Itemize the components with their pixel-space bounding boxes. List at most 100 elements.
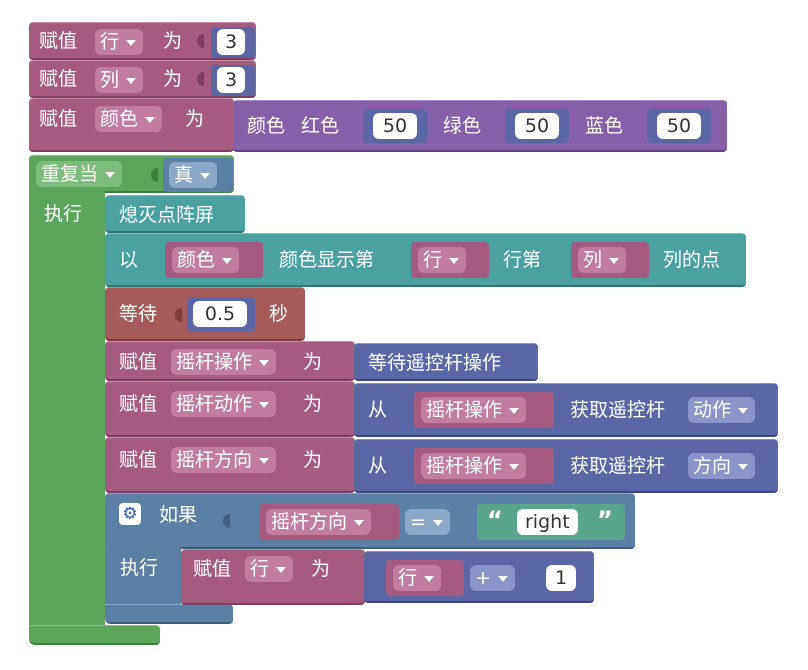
quote-close-icon: ” bbox=[597, 506, 613, 534]
blue-number-block[interactable]: 50 bbox=[647, 109, 711, 143]
quote-open-icon: “ bbox=[487, 506, 503, 534]
joy-action-var-dropdown[interactable]: 摇杆动作 bbox=[171, 391, 277, 417]
color-var-block[interactable]: 颜色 bbox=[165, 242, 263, 278]
wait-block[interactable]: 等待 0.5 秒 bbox=[105, 287, 305, 341]
set-label: 赋值 bbox=[119, 351, 158, 373]
as-label: 为 bbox=[303, 449, 323, 471]
joystick-direction-block[interactable]: 从 摇杆操作 获取遥控杆 方向 bbox=[354, 439, 778, 493]
row-var-dropdown[interactable]: 行 bbox=[245, 556, 294, 582]
row-var-dropdown[interactable]: 行 bbox=[418, 247, 467, 273]
text-value-field[interactable]: right bbox=[517, 509, 578, 535]
input-notch bbox=[197, 72, 204, 86]
red-value-field[interactable]: 50 bbox=[373, 113, 417, 139]
set-label: 赋值 bbox=[39, 30, 78, 52]
repeat-while-block[interactable]: 重复当 真 bbox=[29, 155, 234, 193]
wait-label: 等待 bbox=[119, 303, 158, 325]
as-label: 为 bbox=[185, 108, 205, 130]
row-var-block[interactable]: 行 bbox=[411, 242, 489, 278]
set-row-increment-block[interactable]: 赋值 行 为 bbox=[181, 549, 365, 605]
show-pixel-mid2: 行第 bbox=[503, 249, 542, 271]
green-label: 绿色 bbox=[443, 115, 482, 137]
as-label: 为 bbox=[303, 351, 323, 373]
show-pixel-suffix: 列的点 bbox=[663, 249, 721, 271]
color-var-dropdown[interactable]: 颜色 bbox=[172, 247, 240, 273]
text-block[interactable]: “ right ” bbox=[477, 504, 625, 540]
as-label: 为 bbox=[311, 558, 331, 580]
wait-joystick-label: 等待遥控杆操作 bbox=[368, 352, 502, 374]
math-var-dropdown[interactable]: 行 bbox=[393, 565, 442, 591]
number-block[interactable]: 3 bbox=[211, 27, 255, 58]
wait-value-field[interactable]: 0.5 bbox=[193, 301, 247, 327]
if-block[interactable]: ⚙ 如果 摇杆方向 = “ right ” bbox=[105, 493, 635, 549]
do-label: 执行 bbox=[44, 203, 83, 225]
blue-label: 蓝色 bbox=[585, 115, 624, 137]
clear-matrix-block[interactable]: 熄灭点阵屏 bbox=[105, 195, 245, 233]
input-notch bbox=[151, 168, 158, 182]
math-number-block[interactable]: 1 bbox=[540, 560, 586, 596]
number-block[interactable]: 3 bbox=[211, 65, 255, 96]
set-joy-action-block[interactable]: 赋值 摇杆动作 为 bbox=[105, 381, 355, 437]
red-number-block[interactable]: 50 bbox=[363, 109, 427, 143]
set-label: 赋值 bbox=[119, 449, 158, 471]
joy-source-dropdown[interactable]: 摇杆操作 bbox=[421, 453, 527, 479]
input-notch bbox=[175, 308, 182, 322]
col-var-block[interactable]: 列 bbox=[571, 242, 649, 278]
as-label: 为 bbox=[163, 30, 183, 52]
number-field[interactable]: 3 bbox=[217, 67, 245, 93]
col-var-dropdown[interactable]: 列 bbox=[578, 247, 627, 273]
green-number-block[interactable]: 50 bbox=[505, 109, 569, 143]
joystick-action-block[interactable]: 从 摇杆操作 获取遥控杆 动作 bbox=[354, 383, 778, 437]
joy-dir-var-dropdown[interactable]: 摇杆方向 bbox=[171, 447, 277, 473]
clear-matrix-label: 熄灭点阵屏 bbox=[119, 204, 215, 226]
repeat-body-arm bbox=[29, 190, 105, 630]
blue-value-field[interactable]: 50 bbox=[657, 113, 701, 139]
variable-dropdown-color[interactable]: 颜色 bbox=[95, 106, 163, 132]
set-row-block[interactable]: 赋值 行 为 3 bbox=[29, 22, 256, 60]
from-label: 从 bbox=[368, 399, 388, 421]
repeat-bottom-arm bbox=[29, 625, 160, 645]
wait-joystick-block[interactable]: 等待遥控杆操作 bbox=[354, 343, 538, 381]
red-label: 红色 bbox=[301, 115, 340, 137]
set-color-block[interactable]: 赋值 颜色 为 bbox=[29, 98, 234, 152]
wait-number-block[interactable]: 0.5 bbox=[187, 297, 255, 331]
variable-dropdown-col[interactable]: 列 bbox=[95, 67, 144, 93]
joy-prop-dropdown[interactable]: 方向 bbox=[688, 453, 756, 479]
boolean-dropdown[interactable]: 真 bbox=[169, 162, 218, 188]
green-value-field[interactable]: 50 bbox=[515, 113, 559, 139]
repeat-mode-dropdown[interactable]: 重复当 bbox=[36, 161, 123, 187]
joy-op-var-dropdown[interactable]: 摇杆操作 bbox=[171, 349, 277, 375]
rgb-color-block[interactable]: 颜色 红色 50 绿色 50 蓝色 50 bbox=[233, 100, 727, 152]
from-label: 从 bbox=[368, 455, 388, 477]
left-var-dropdown[interactable]: 摇杆方向 bbox=[266, 509, 372, 535]
set-joy-op-block[interactable]: 赋值 摇杆操作 为 bbox=[105, 341, 355, 381]
left-var-block[interactable]: 摇杆方向 bbox=[259, 504, 399, 540]
joy-prop-dropdown[interactable]: 动作 bbox=[688, 397, 756, 423]
get-joystick-label: 获取遥控杆 bbox=[570, 399, 666, 421]
math-op-dropdown[interactable]: + bbox=[470, 565, 515, 591]
compare-block[interactable]: 摇杆方向 = “ right ” bbox=[235, 498, 635, 546]
operator-dropdown[interactable]: = bbox=[405, 509, 450, 535]
wait-unit: 秒 bbox=[269, 303, 289, 325]
math-add-block[interactable]: 行 + 1 bbox=[364, 551, 594, 603]
variable-dropdown-row[interactable]: 行 bbox=[95, 29, 144, 55]
as-label: 为 bbox=[163, 68, 183, 90]
show-pixel-prefix: 以 bbox=[119, 249, 139, 271]
set-joy-dir-block[interactable]: 赋值 摇杆方向 为 bbox=[105, 437, 355, 493]
set-label: 赋值 bbox=[39, 68, 78, 90]
get-joystick-label: 获取遥控杆 bbox=[570, 455, 666, 477]
joy-source-block[interactable]: 摇杆操作 bbox=[414, 392, 554, 428]
joy-source-block[interactable]: 摇杆操作 bbox=[414, 448, 554, 484]
as-label: 为 bbox=[303, 393, 323, 415]
if-label: 如果 bbox=[159, 504, 198, 526]
math-value-field[interactable]: 1 bbox=[546, 565, 576, 591]
set-col-block[interactable]: 赋值 列 为 3 bbox=[29, 60, 256, 98]
math-left-var-block[interactable]: 行 bbox=[386, 560, 464, 596]
show-pixel-block[interactable]: 以 颜色 颜色显示第 行 行第 列 列的点 bbox=[105, 233, 746, 287]
show-pixel-mid1: 颜色显示第 bbox=[279, 249, 375, 271]
gear-icon[interactable]: ⚙ bbox=[119, 503, 141, 525]
input-notch bbox=[223, 514, 230, 528]
number-field[interactable]: 3 bbox=[217, 29, 245, 55]
joy-source-dropdown[interactable]: 摇杆操作 bbox=[421, 397, 527, 423]
color-title: 颜色 bbox=[247, 115, 286, 137]
boolean-block[interactable]: 真 bbox=[163, 158, 233, 192]
